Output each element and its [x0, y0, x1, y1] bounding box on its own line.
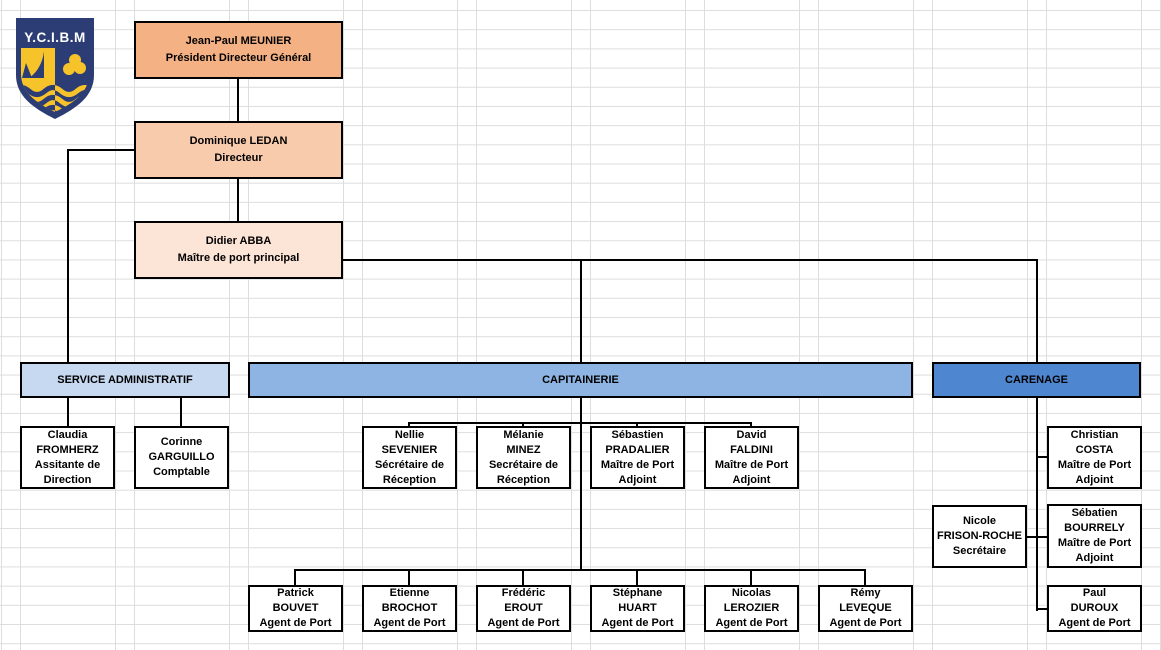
trefoil-icon: [63, 54, 86, 75]
connector-stub-minez: [522, 422, 524, 428]
connector-directeur-left: [67, 149, 136, 151]
person-box-paul-duroux: Paul DUROUX Agent de Port: [1047, 585, 1142, 632]
person-box-sebatien-bourrely: Sébatien BOURRELY Maître de Port Adjoint: [1047, 504, 1142, 568]
connector-carenage-trunk: [1036, 398, 1038, 611]
person-box-patrick-bouvet: Patrick BOUVET Agent de Port: [248, 585, 343, 632]
person-box-nicole-frison-roche: Nicole FRISON-ROCHE Secrétaire: [932, 505, 1027, 568]
connector-stub-faldini: [750, 422, 752, 428]
person-label: Mélanie MINEZ Secrétaire de Réception: [488, 428, 559, 486]
connector-president-directeur: [237, 79, 239, 123]
person-box-nicolas-lerozier: Nicolas LEROZIER Agent de Port: [704, 585, 799, 632]
department-header-capitainerie: CAPITAINERIE: [248, 362, 913, 398]
person-label: Nicolas LEROZIER Agent de Port: [715, 587, 788, 629]
person-label: Nicole FRISON-ROCHE Secrétaire: [937, 515, 1022, 557]
connector-directeur-maitre: [237, 179, 239, 223]
connector-sa-garguillo: [180, 398, 182, 426]
person-label: Sébastien PRADALIER Maître de Port Adjoi…: [600, 428, 675, 486]
department-label: SERVICE ADMINISTRATIF: [57, 374, 193, 386]
person-box-etienne-brochot: Etienne BROCHOT Agent de Port: [362, 585, 457, 632]
org-box-directeur-label: Dominique LEDAN Directeur: [189, 135, 288, 164]
person-label: Etienne BROCHOT Agent de Port: [373, 587, 446, 629]
connector-stub-huart: [636, 569, 638, 586]
person-label: David FALDINI Maître de Port Adjoint: [714, 428, 789, 486]
connector-stub-bouvet: [294, 569, 296, 586]
person-label: Christian COSTA Maître de Port Adjoint: [1057, 428, 1132, 486]
person-label: Claudia FROMHERZ Assitante de Direction: [34, 428, 101, 486]
connector-agents-bus: [294, 569, 866, 571]
person-label: Frédéric EROUT Agent de Port: [487, 587, 560, 629]
logo-initials: Y.C.I.B.M: [24, 30, 86, 45]
connector-reception-bus: [408, 422, 752, 424]
org-box-president-label: Jean-Paul MEUNIER Président Directeur Gé…: [165, 35, 312, 64]
person-box-nellie-sevenier: Nellie SEVENIER Sécrétaire de Réception: [362, 426, 457, 489]
connector-stub-duroux: [1036, 608, 1048, 610]
person-label: Paul DUROUX Agent de Port: [1058, 587, 1131, 629]
person-box-claudia-fromherz: Claudia FROMHERZ Assitante de Direction: [20, 426, 115, 489]
person-label: Stéphane HUART Agent de Port: [601, 587, 674, 629]
connector-stub-lerozier: [750, 569, 752, 586]
person-label: Patrick BOUVET Agent de Port: [259, 587, 332, 629]
department-header-service-administratif: SERVICE ADMINISTRATIF: [20, 362, 230, 398]
connector-stub-costa: [1036, 456, 1048, 458]
person-label: Nellie SEVENIER Sécrétaire de Réception: [374, 428, 445, 486]
connector-sa-fromherz: [67, 398, 69, 426]
person-label: Sébatien BOURRELY Maître de Port Adjoint: [1057, 507, 1132, 564]
ycibm-logo: Y.C.I.B.M: [16, 18, 94, 119]
person-box-remy-leveque: Rémy LEVEQUE Agent de Port: [818, 585, 913, 632]
person-box-david-faldini: David FALDINI Maître de Port Adjoint: [704, 426, 799, 489]
person-box-frederic-erout: Frédéric EROUT Agent de Port: [476, 585, 571, 632]
person-label: Corinne GARGUILLO Comptable: [148, 436, 215, 478]
department-label: CAPITAINERIE: [542, 374, 619, 386]
person-box-corinne-garguillo: Corinne GARGUILLO Comptable: [134, 426, 229, 489]
connector-stub-erout: [522, 569, 524, 586]
connector-to-service-administratif: [67, 149, 69, 362]
org-box-directeur: Dominique LEDAN Directeur: [134, 121, 343, 179]
department-label: CARENAGE: [1005, 374, 1068, 386]
sailboat-icon: [29, 51, 44, 78]
connector-to-capitainerie: [580, 259, 582, 362]
person-box-christian-costa: Christian COSTA Maître de Port Adjoint: [1047, 426, 1142, 489]
connector-stub-pradalier: [636, 422, 638, 428]
connector-stub-sevenier: [408, 422, 410, 428]
connector-capitainerie-trunk: [580, 398, 582, 571]
org-box-maitre-principal: Didier ABBA Maître de port principal: [134, 221, 343, 279]
connector-frison-bourrely: [1027, 536, 1048, 538]
org-box-president: Jean-Paul MEUNIER Président Directeur Gé…: [134, 21, 343, 79]
person-box-melanie-minez: Mélanie MINEZ Secrétaire de Réception: [476, 426, 571, 489]
connector-maitre-right: [343, 259, 1038, 261]
connector-stub-brochot: [408, 569, 410, 586]
person-label: Rémy LEVEQUE Agent de Port: [829, 587, 902, 629]
person-box-stephane-huart: Stéphane HUART Agent de Port: [590, 585, 685, 632]
connector-to-carenage: [1036, 259, 1038, 362]
department-header-carenage: CARENAGE: [932, 362, 1141, 398]
connector-stub-leveque: [864, 569, 866, 586]
org-box-maitre-principal-label: Didier ABBA Maître de port principal: [177, 235, 300, 264]
person-box-sebastien-pradalier: Sébastien PRADALIER Maître de Port Adjoi…: [590, 426, 685, 489]
